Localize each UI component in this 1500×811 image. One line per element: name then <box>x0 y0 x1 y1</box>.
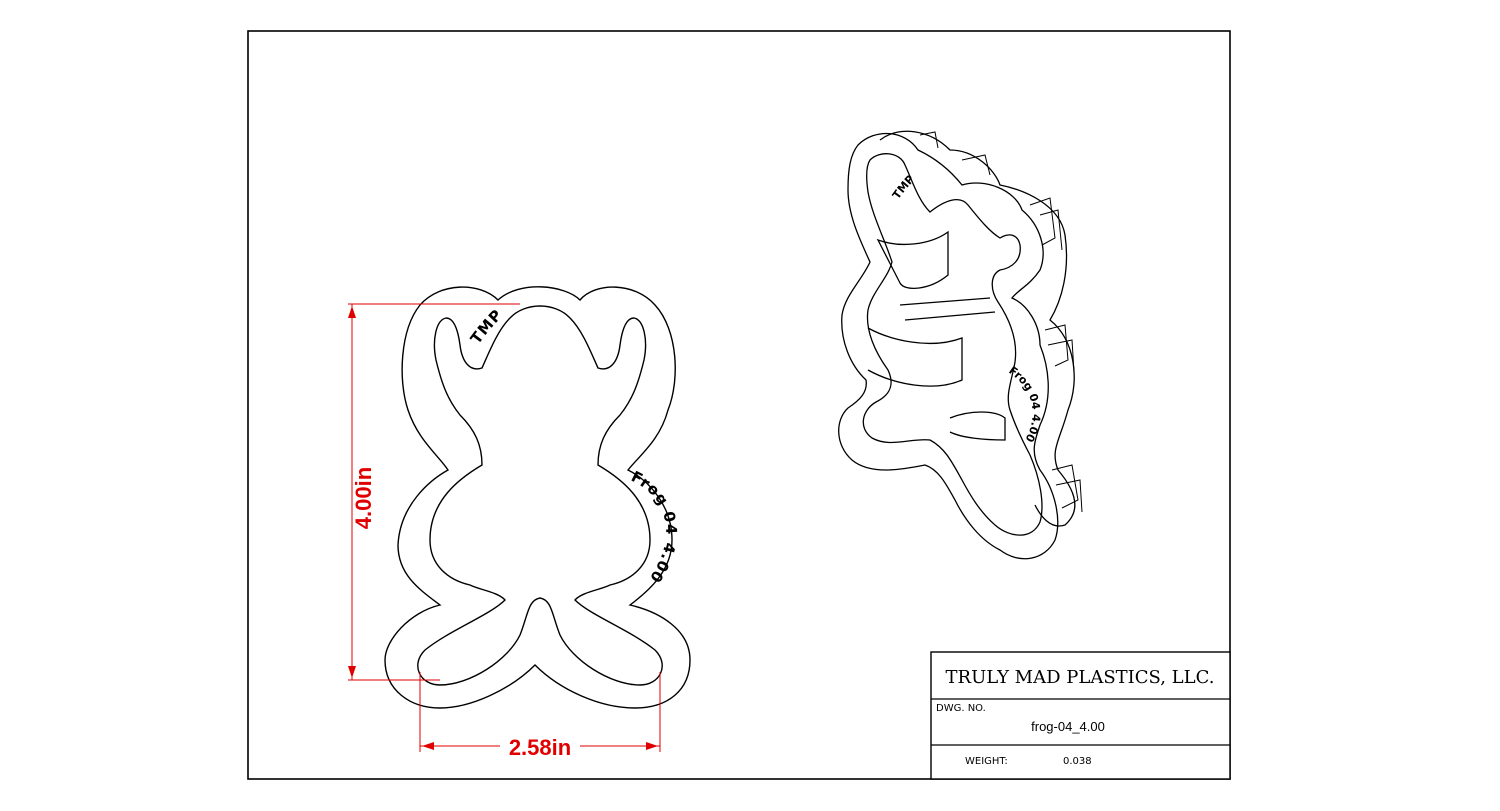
dwg-no-label: DWG. NO. <box>936 703 986 714</box>
frog-outer-outline <box>384 286 691 709</box>
dwg-no-value: frog-04_4.00 <box>1031 719 1105 734</box>
iso-outer-outline <box>838 132 1059 560</box>
front-view <box>384 286 691 709</box>
sheet-border <box>247 30 1231 780</box>
width-dimension <box>419 672 661 752</box>
isometric-view <box>838 130 1083 560</box>
iso-side-ridges <box>919 131 1083 513</box>
iso-inner-outline <box>862 153 1043 536</box>
iso-inner-wall-3 <box>949 411 1006 441</box>
iso-engraving-frog-size: Frog 04 4.00 <box>1006 364 1042 445</box>
iso-back-outline <box>879 130 1076 527</box>
iso-engraving-tmp: TMP <box>890 173 917 202</box>
frog-inner-outline <box>417 305 663 686</box>
title-block <box>930 651 1231 780</box>
company-name: TRULY MAD PLASTICS, LLC. <box>946 667 1215 688</box>
iso-inner-wall-2 <box>867 327 963 387</box>
engraving-tmp: TMP <box>467 305 506 347</box>
iso-inner-wall-1 <box>876 230 949 290</box>
height-dimension-label: 4.00in <box>351 467 376 529</box>
weight-value: 0.038 <box>1063 756 1092 767</box>
width-dimension-label: 2.58in <box>509 735 571 760</box>
height-dimension <box>348 303 520 681</box>
engraving-frog-size: Frog 04 4.00 <box>628 467 680 586</box>
weight-label: WEIGHT: <box>965 756 1008 767</box>
iso-inner-wall-4 <box>899 297 996 321</box>
